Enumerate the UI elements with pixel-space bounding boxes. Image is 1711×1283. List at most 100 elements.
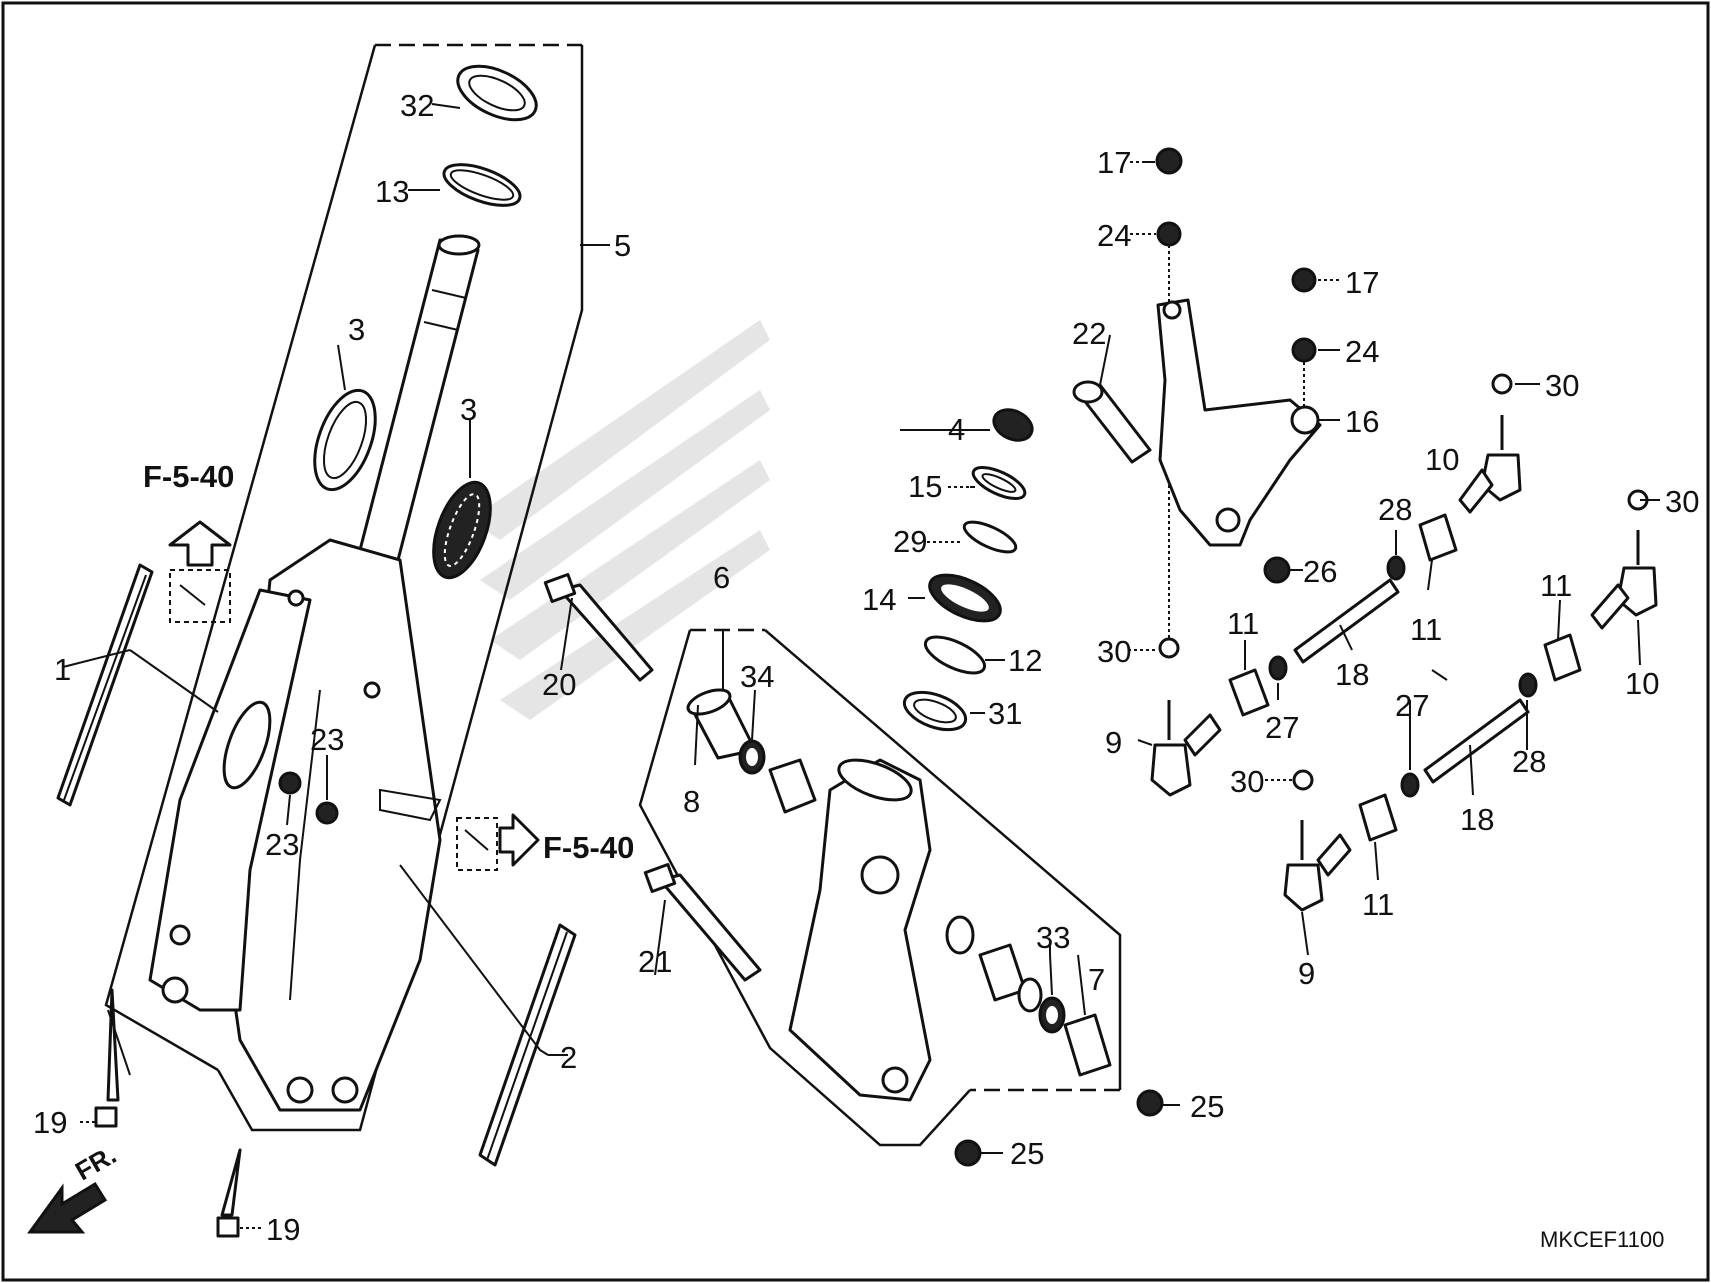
part-23-nut-a (278, 771, 302, 795)
part-23-nut-b (315, 801, 339, 825)
part-22-bolt (1072, 380, 1152, 464)
part-29-clip (962, 520, 1018, 554)
part-24-washer-b (1291, 337, 1317, 363)
callout-9b: 9 (1298, 956, 1315, 991)
part-16-pitman-arm (1156, 298, 1322, 547)
callout-27a: 27 (1265, 710, 1299, 745)
part-9-tie-rod-end-b (1283, 820, 1352, 912)
callout-11c: 11 (1540, 568, 1572, 603)
callout-23b: 23 (265, 827, 299, 862)
callout-25a: 25 (1190, 1089, 1224, 1124)
assembly-6-boundary (638, 628, 1122, 1147)
part-13-ring (442, 163, 522, 207)
callout-31: 31 (988, 696, 1022, 731)
callout-11b: 11 (1410, 612, 1442, 647)
callout-26: 26 (1303, 554, 1337, 589)
callout-27b: 27 (1395, 688, 1429, 723)
callout-3a: 3 (348, 312, 365, 347)
callout-32: 32 (400, 88, 434, 123)
part-15-washer (971, 466, 1027, 500)
callout-labels: 1 2 3 3 4 5 6 7 8 9 9 10 10 11 11 11 11 … (33, 88, 1699, 1247)
part-11-sleeve-a (1228, 668, 1270, 717)
callout-24b: 24 (1345, 334, 1379, 369)
part-25-nut-b (954, 1139, 982, 1167)
ref-right-arrow-icon (456, 813, 540, 871)
callout-34: 34 (740, 659, 774, 694)
part-11-sleeve-d (1543, 633, 1582, 682)
callout-20: 20 (542, 667, 576, 702)
part-12-race (923, 635, 987, 675)
part-32-seal (456, 64, 538, 122)
callout-6: 6 (713, 560, 730, 595)
part-17-nut-a (1155, 147, 1183, 175)
part-28-nut-b (1518, 672, 1538, 698)
callout-9a: 9 (1105, 725, 1122, 760)
callout-16: 16 (1345, 404, 1379, 439)
part-bushing-a (768, 758, 817, 814)
part-30-nut-d (1292, 769, 1314, 791)
callout-18b: 18 (1460, 802, 1494, 837)
steering-knuckle (788, 758, 932, 1102)
callout-24a: 24 (1097, 218, 1131, 253)
callout-17a: 17 (1097, 145, 1131, 180)
part-11-sleeve-c (1358, 793, 1398, 842)
callout-29: 29 (893, 524, 927, 559)
callout-19b: 19 (266, 1212, 300, 1247)
part-1-strip (56, 563, 154, 807)
callout-28a: 28 (1378, 492, 1412, 527)
ref-label-right[interactable]: F-5-40 (543, 830, 634, 865)
callout-8: 8 (683, 784, 700, 819)
assembly-5-boundary (104, 43, 584, 1132)
watermark-wing (470, 320, 770, 720)
callout-3b: 3 (460, 392, 477, 427)
callout-21: 21 (638, 944, 672, 979)
callout-19a: 19 (33, 1105, 67, 1140)
part-24-washer-a (1156, 221, 1182, 247)
callout-7: 7 (1088, 962, 1105, 997)
callout-13: 13 (375, 174, 409, 209)
callout-30a: 30 (1097, 634, 1131, 669)
callout-23a: 23 (310, 722, 344, 757)
part-21-bolt (643, 862, 762, 982)
callout-28b: 28 (1512, 744, 1546, 779)
part-4-nut (992, 408, 1034, 442)
part-17-nut-b (1291, 267, 1317, 293)
part-ring-lower (1017, 977, 1043, 1013)
part-seal-lower (945, 915, 975, 955)
callout-30b: 30 (1545, 368, 1579, 403)
callout-30d: 30 (1230, 764, 1264, 799)
part-3-grommet-b (432, 480, 492, 580)
callout-25b: 25 (1010, 1136, 1044, 1171)
front-direction-label: FR. (70, 1139, 121, 1186)
part-26-nut (1263, 556, 1291, 584)
part-19-bolt-b (216, 1148, 242, 1238)
part-31-seal (902, 690, 968, 732)
callout-2: 2 (560, 1040, 577, 1075)
part-27-nut-a (1268, 655, 1288, 681)
leader-lines (62, 103, 1660, 1229)
callout-18a: 18 (1335, 657, 1369, 692)
callout-30c: 30 (1665, 484, 1699, 519)
part-11-sleeve-b (1418, 513, 1458, 562)
ref-label-up[interactable]: F-5-40 (143, 459, 234, 494)
callout-5: 5 (614, 228, 631, 263)
part-25-nut-a (1136, 1089, 1164, 1117)
part-20-bolt (543, 572, 654, 682)
callout-10a: 10 (1425, 442, 1459, 477)
diagram-code: MKCEF1100 (1540, 1227, 1664, 1252)
ref-up-arrow-icon (168, 520, 232, 623)
part-34-washer (738, 739, 766, 775)
front-direction-arrow-icon (27, 1181, 108, 1234)
callout-1: 1 (54, 652, 71, 687)
part-27-nut-b (1400, 772, 1420, 798)
part-18-rod-a (1293, 578, 1400, 664)
callout-11a: 11 (1227, 606, 1259, 641)
steering-column-frame (148, 234, 481, 1112)
callout-11d: 11 (1362, 887, 1394, 922)
part-10-tie-rod-end-a (1458, 415, 1522, 514)
part-9-tie-rod-end-a (1150, 700, 1222, 797)
part-28-nut-a (1386, 555, 1406, 581)
